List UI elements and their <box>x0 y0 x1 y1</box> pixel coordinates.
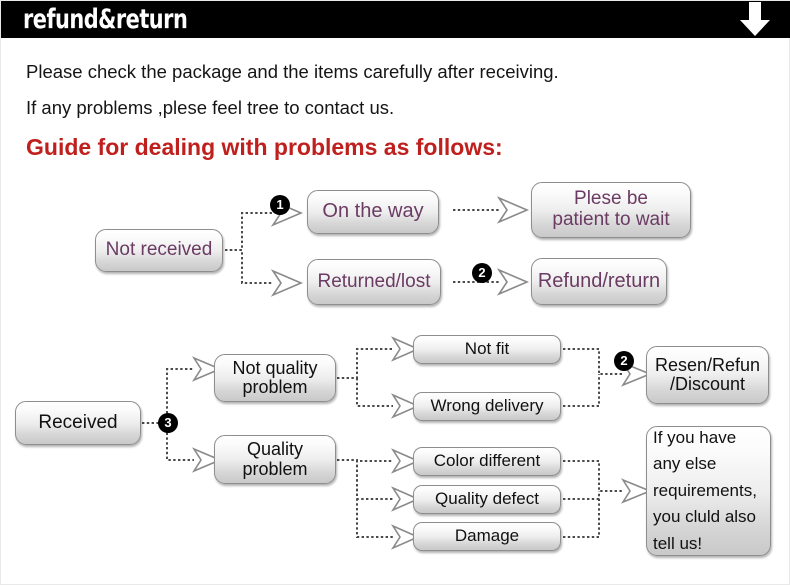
node-returned-lost: Returned/lost <box>307 259 441 305</box>
intro-line-1: Please check the package and the items c… <box>26 61 559 82</box>
node-quality-problem: Quality problem <box>214 435 336 484</box>
node-on-the-way: On the way <box>307 190 439 234</box>
page-title: refund&return <box>23 4 188 35</box>
node-resend-refund-discount: Resen/Refun /Discount <box>646 346 769 404</box>
node-extra-requirements-note: If you have any else requirements, you c… <box>646 426 771 556</box>
node-wrong-delivery: Wrong delivery <box>413 392 561 421</box>
intro-line-2: If any problems ,plese feel tree to cont… <box>26 97 395 118</box>
node-not-fit: Not fit <box>413 335 561 364</box>
node-quality-defect: Quality defect <box>413 485 561 514</box>
node-refund-return: Refund/return <box>531 258 667 305</box>
node-not-received: Not received <box>95 229 223 272</box>
node-received: Received <box>15 401 141 445</box>
badge-2-bottom: 2 <box>614 351 634 371</box>
badge-1: 1 <box>270 195 290 215</box>
badge-3: 3 <box>158 413 178 433</box>
down-arrow-icon <box>740 2 770 36</box>
guide-heading: Guide for dealing with problems as follo… <box>26 134 503 160</box>
node-please-be-patient: Plese be patient to wait <box>531 182 691 238</box>
badge-2-top: 2 <box>472 263 492 283</box>
header-bar: refund&return <box>1 1 790 38</box>
node-color-different: Color different <box>413 447 561 476</box>
node-not-quality-problem: Not quality problem <box>214 354 336 402</box>
node-damage: Damage <box>413 522 561 551</box>
